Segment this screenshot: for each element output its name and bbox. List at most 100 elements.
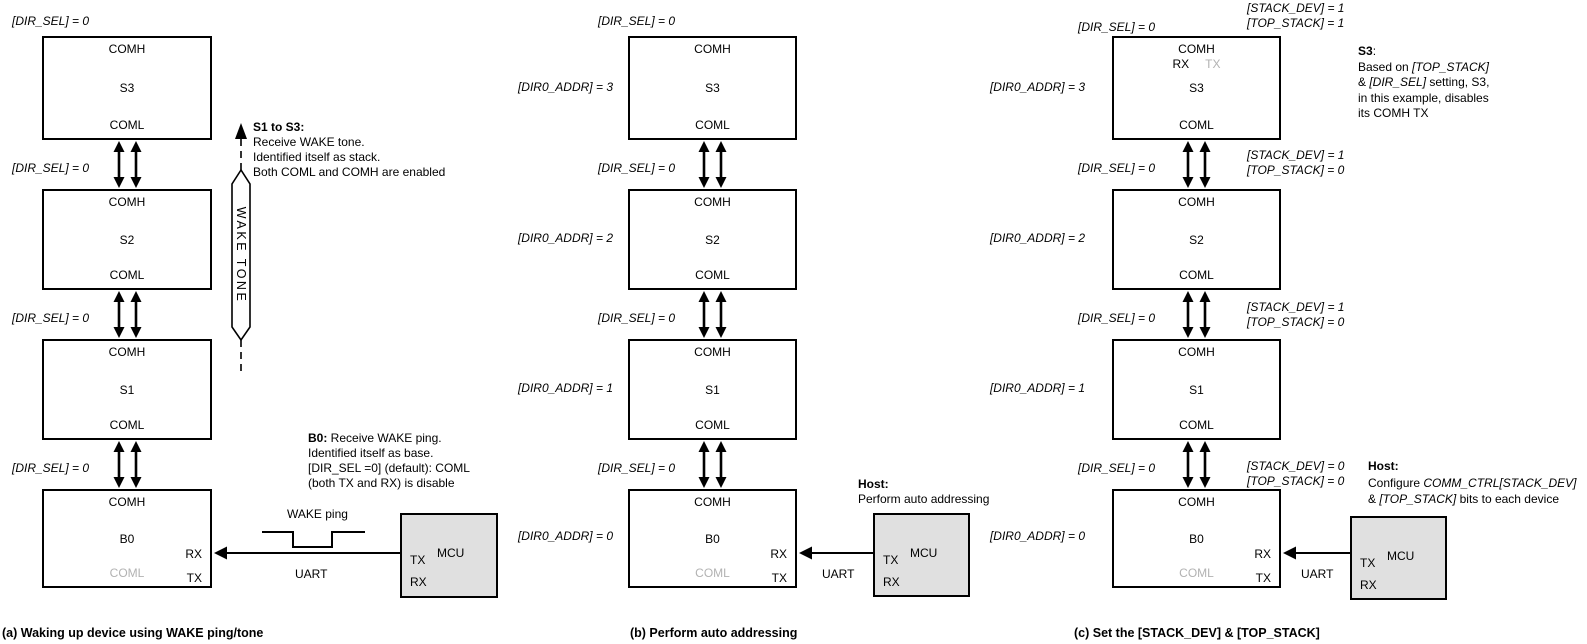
note-line: Perform auto addressing bbox=[858, 492, 990, 506]
dir-sel-label: [DIR_SEL] = 0 bbox=[1078, 161, 1156, 175]
note-line: Identified itself as stack. bbox=[253, 150, 381, 164]
device-box-s2: COMH S2 COML bbox=[1112, 189, 1281, 290]
mcu-box: TX RX MCU bbox=[873, 513, 970, 597]
comm-link-double-arrow bbox=[715, 291, 727, 338]
note-title: Host: bbox=[858, 477, 889, 491]
stack-top-stack-labels: [STACK_DEV] = 1 [TOP_STACK] = 0 bbox=[1247, 300, 1344, 330]
rx-pin-label: RX bbox=[1254, 547, 1271, 561]
note-title: S3 bbox=[1358, 44, 1373, 58]
comm-link-double-arrow bbox=[113, 441, 125, 488]
coml-port-label: COML bbox=[109, 418, 145, 432]
note-title-colon: : bbox=[1372, 44, 1377, 58]
device-name: S2 bbox=[705, 232, 720, 247]
dir-sel-label: [DIR_SEL] = 0 bbox=[598, 461, 676, 475]
uart-arrow bbox=[214, 546, 400, 560]
comh-port-label: COMH bbox=[108, 345, 146, 359]
note-line: Based on bbox=[1358, 59, 1413, 74]
top-stack-label: [TOP_STACK] = 0 bbox=[1247, 315, 1345, 329]
note-line: Configure bbox=[1368, 475, 1424, 490]
wake-tone-label: WAKE TONE bbox=[234, 207, 248, 304]
dir0-addr-label-s3: [DIR0_ADDR] = 3 bbox=[989, 80, 1085, 94]
dir-sel-label: [DIR_SEL] = 0 bbox=[12, 14, 90, 28]
coml-port-label: COML bbox=[1179, 118, 1214, 132]
comm-link-double-arrow bbox=[1182, 291, 1194, 338]
device-box-b0: COMH B0 RX TX COML bbox=[628, 489, 797, 588]
comh-port-label: COMH bbox=[1178, 195, 1215, 209]
note-line: Both COML and COMH are enabled bbox=[253, 165, 446, 179]
uart-arrow bbox=[799, 546, 873, 560]
mcu-tx-pin-label: TX bbox=[1360, 556, 1376, 570]
dir-sel-label: [DIR_SEL] = 0 bbox=[12, 161, 90, 175]
comh-port-label: COMH bbox=[1178, 495, 1215, 509]
dir-sel-label: [DIR_SEL] = 0 bbox=[12, 311, 90, 325]
comh-port-label: COMH bbox=[108, 42, 146, 56]
dir-sel-label: [DIR_SEL] = 0 bbox=[1078, 311, 1156, 325]
wake-ping-label: WAKE ping bbox=[287, 507, 348, 521]
note-title: S1 to S3: bbox=[253, 120, 305, 134]
mcu-rx-pin-label: RX bbox=[883, 575, 900, 589]
note-title: Host: bbox=[1368, 459, 1399, 473]
comh-port-label: COMH bbox=[108, 195, 146, 209]
uart-label: UART bbox=[822, 567, 855, 581]
comm-link-double-arrow bbox=[113, 291, 125, 338]
mcu-rx-pin-label: RX bbox=[1360, 578, 1377, 592]
comh-port-label: COMH bbox=[694, 42, 731, 56]
device-box-b0: COMH B0 RX TX COML bbox=[1112, 489, 1281, 588]
dir-sel-label: [DIR_SEL] = 0 bbox=[598, 311, 676, 325]
comm-link-double-arrow bbox=[698, 141, 710, 188]
coml-port-label-disabled: COML bbox=[695, 566, 730, 580]
caption-c: (c) Set the [STACK_DEV] & [TOP_STACK] bbox=[1074, 626, 1320, 640]
device-box-s3: COMH S3 COML bbox=[42, 36, 212, 140]
note-line: Identified itself as base. bbox=[308, 446, 434, 460]
comm-link-double-arrow bbox=[1182, 141, 1194, 188]
comm-link-double-arrow bbox=[113, 141, 125, 188]
top-stack-label: [TOP_STACK] = 1 bbox=[1247, 16, 1345, 30]
stack-dev-label: [STACK_DEV] = 1 bbox=[1247, 148, 1345, 162]
coml-port-label: COML bbox=[109, 118, 145, 132]
note-s3: S3: Based on [TOP_STACK] & [DIR_SEL] set… bbox=[1358, 44, 1489, 122]
comh-port-label: COMH bbox=[108, 495, 146, 509]
comm-link-double-arrow bbox=[130, 291, 142, 338]
comm-link-double-arrow bbox=[715, 441, 727, 488]
device-box-s3: COMH S3 COML bbox=[628, 36, 797, 140]
stack-dev-label: [STACK_DEV] = 1 bbox=[1247, 1, 1345, 15]
coml-port-label: COML bbox=[1179, 418, 1214, 432]
comm-link-double-arrow bbox=[1199, 441, 1211, 488]
dir0-addr-label-s1: [DIR0_ADDR] = 1 bbox=[989, 381, 1085, 395]
top-stack-label: [TOP_STACK] = 0 bbox=[1247, 474, 1345, 488]
note-register-ref: [TOP_STACK] bbox=[1379, 492, 1457, 506]
comm-link-double-arrow bbox=[1182, 441, 1194, 488]
coml-port-label: COML bbox=[695, 268, 730, 282]
coml-port-label-disabled: COML bbox=[109, 566, 145, 580]
tx-pin-label-disabled: TX bbox=[1205, 57, 1221, 71]
tx-pin-label: TX bbox=[1255, 571, 1271, 585]
note-register-ref: COMM_CTRL[STACK_DEV] bbox=[1423, 475, 1577, 490]
mcu-label: MCU bbox=[437, 546, 465, 560]
comm-link-double-arrow bbox=[698, 291, 710, 338]
mcu-box: TX RX MCU bbox=[1350, 516, 1447, 600]
dir0-addr-label-s2: [DIR0_ADDR] = 2 bbox=[989, 231, 1085, 245]
note-line: setting, S3, bbox=[1426, 75, 1490, 89]
comh-port-label: COMH bbox=[694, 495, 731, 509]
coml-port-label: COML bbox=[695, 118, 730, 132]
note-register-ref: [DIR_SEL] bbox=[1369, 75, 1427, 89]
device-name: S3 bbox=[119, 81, 135, 95]
note-s1-to-s3: S1 to S3: Receive WAKE tone. Identified … bbox=[253, 120, 445, 180]
comh-port-label: COMH bbox=[694, 345, 731, 359]
rx-pin-label: RX bbox=[185, 547, 202, 561]
comh-port-label: COMH bbox=[1178, 345, 1215, 359]
note-line: in this example, disables bbox=[1358, 90, 1489, 105]
device-name: S2 bbox=[1189, 232, 1204, 247]
comm-link-double-arrow bbox=[130, 441, 142, 488]
mcu-rx-pin-label: RX bbox=[410, 575, 427, 589]
dir0-addr-label-s2: [DIR0_ADDR] = 2 bbox=[517, 231, 613, 245]
device-name: S1 bbox=[705, 382, 720, 397]
device-name: S1 bbox=[119, 382, 135, 397]
tx-pin-label: TX bbox=[771, 571, 787, 585]
mcu-label: MCU bbox=[1387, 549, 1415, 563]
device-name: S3 bbox=[705, 81, 720, 95]
note-b0: B0: Receive WAKE ping. Identified itself… bbox=[308, 431, 470, 491]
dir-sel-label: [DIR_SEL] = 0 bbox=[1078, 461, 1156, 475]
